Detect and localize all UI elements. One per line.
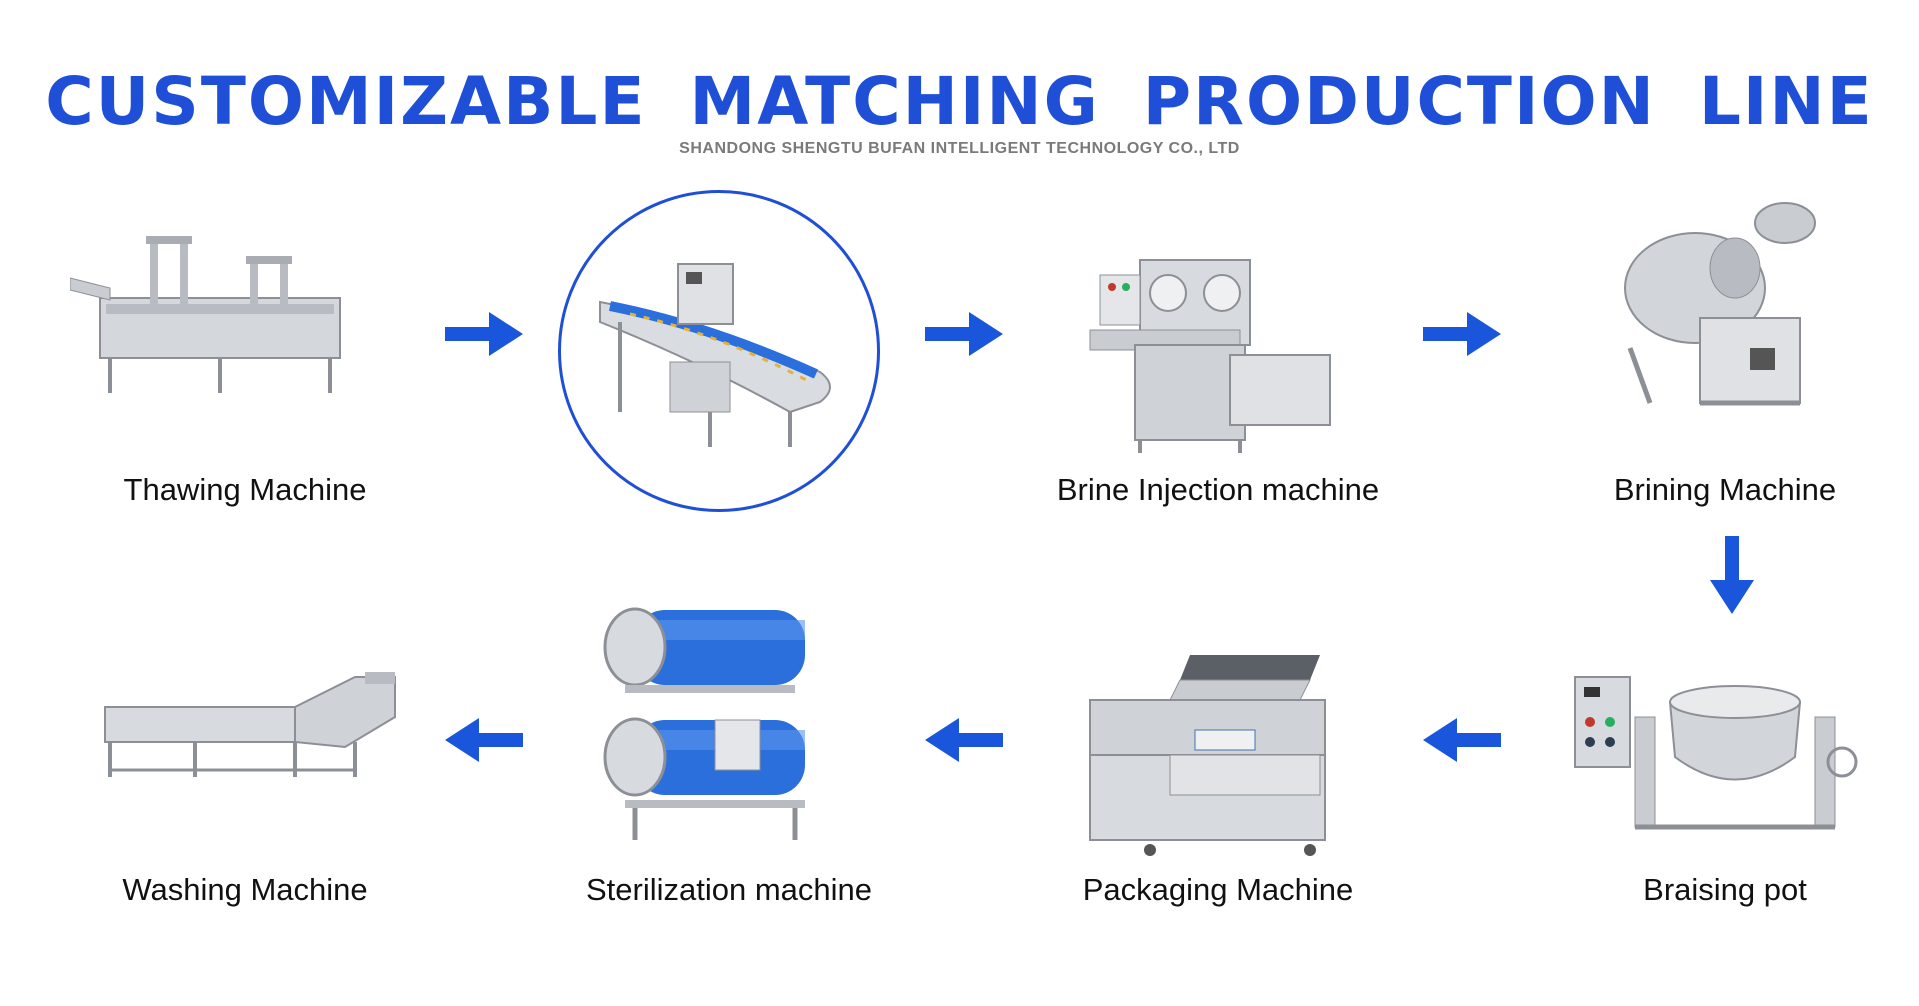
washing-machine-icon	[104, 672, 396, 777]
braising-pot	[1570, 662, 1860, 852]
thawing-machine-label: Thawing Machine	[123, 472, 367, 507]
brine-injection-machine-icon	[1089, 259, 1331, 453]
company-subtitle: SHANDONG SHENGTU BUFAN INTELLIGENT TECHN…	[679, 140, 1240, 157]
brine-injection-machine-label: Brine Injection machine	[1056, 472, 1380, 507]
conveyor-machine-icon	[599, 263, 831, 447]
arrow-left-icon	[925, 718, 1003, 762]
washing-machine-label: Washing Machine	[122, 872, 368, 907]
arrow-right-icon	[925, 312, 1003, 356]
washing-machine	[95, 672, 405, 782]
packaging-machine-label: Packaging Machine	[1082, 872, 1354, 907]
brining-machine-icon	[1624, 202, 1816, 406]
arrow-left-icon	[445, 718, 523, 762]
brining-machine-label: Brining Machine	[1613, 472, 1837, 507]
arrow-right-icon	[445, 312, 523, 356]
brining-machine	[1610, 198, 1820, 418]
sterilization-machine-icon	[603, 607, 805, 840]
arrow-right-icon	[1423, 312, 1501, 356]
arrow-left-icon	[1423, 718, 1501, 762]
sterilization-machine-label: Sterilization machine	[585, 872, 873, 907]
packaging-machine	[1080, 650, 1340, 860]
arrow-down-icon	[1710, 536, 1754, 614]
highlight-circle	[558, 190, 880, 512]
brine-injection-machine	[1080, 255, 1340, 455]
conveyor-machine	[590, 262, 850, 452]
braising-pot-label: Braising pot	[1643, 872, 1807, 907]
thawing-machine	[70, 228, 360, 398]
braising-pot-icon	[1574, 676, 1858, 830]
sterilization-machine	[595, 600, 825, 850]
thawing-machine-icon	[70, 236, 341, 393]
page-title: CUSTOMIZABLE MATCHING PRODUCTION LINE	[45, 63, 1874, 140]
packaging-machine-icon	[1089, 655, 1326, 856]
